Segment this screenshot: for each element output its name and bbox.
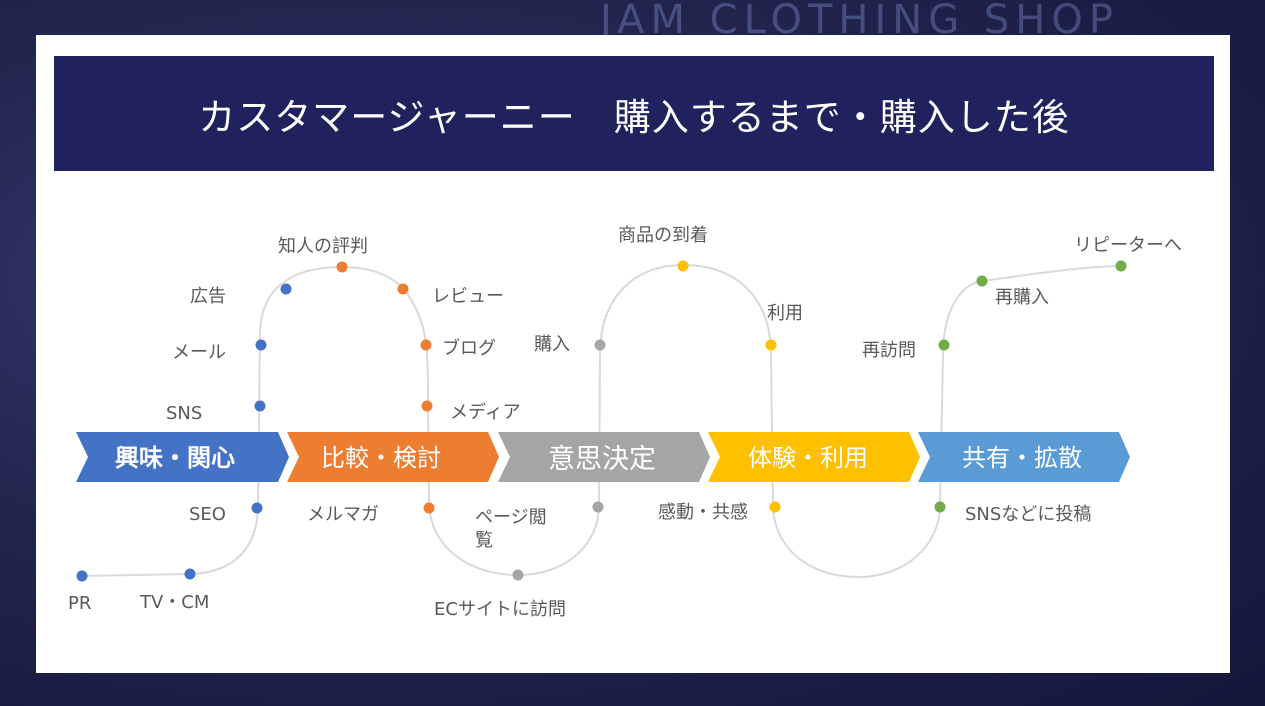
label-repurchase: 再購入 (995, 287, 1049, 308)
dot-repeater (1115, 260, 1127, 272)
label-page-view: ページ閲 (475, 507, 547, 528)
label-ec-visit: ECサイトに訪問 (434, 599, 566, 620)
label-arrival: 商品の到着 (618, 225, 708, 246)
stage-label-experience: 体験・利用 (748, 444, 868, 472)
dot-review (397, 283, 409, 295)
label-sns: SNS (166, 403, 202, 424)
dot-revisit (938, 339, 950, 351)
dot-ad (280, 283, 292, 295)
label-tvcm: TV・CM (139, 592, 209, 613)
stage-arrow-compare (287, 432, 499, 482)
label-purchase: 購入 (534, 334, 570, 355)
stage-label-share: 共有・拡散 (962, 444, 1082, 472)
label-repeater: リピーターへ (1074, 235, 1182, 256)
dot-blog (420, 339, 432, 351)
stage-label-decision: 意思決定 (548, 444, 656, 475)
dot-sns (254, 400, 266, 412)
stage-label-compare: 比較・検討 (321, 444, 441, 472)
label-use: 利用 (767, 303, 803, 324)
dot-post (934, 501, 946, 513)
journey-diagram: 興味・関心 比較・検討 意思決定 体験・利用 共有・拡散 (68, 225, 1182, 620)
dot-seo (251, 502, 263, 514)
stage-arrow-share (918, 432, 1130, 482)
dot-empathy (769, 501, 781, 513)
title-banner: カスタマージャーニー 購入するまで・購入した後 (54, 56, 1214, 171)
stage-label-interest: 興味・関心 (115, 444, 235, 472)
dot-tvcm (184, 568, 196, 580)
touchpoint-labels: PR TV・CM SEO SNS メール 広告 知人の評判 レビュー ブログ メ… (68, 225, 1182, 620)
stage-arrow-interest (76, 432, 289, 482)
label-reputation: 知人の評判 (278, 236, 368, 257)
label-blog: ブログ (442, 337, 496, 359)
label-pr: PR (68, 593, 91, 614)
dot-mail (255, 339, 267, 351)
stage-arrow-decision (498, 432, 710, 482)
dot-use (765, 339, 777, 351)
label-seo: SEO (189, 504, 226, 525)
dot-purchase (594, 339, 606, 351)
dot-arrival (677, 260, 689, 272)
label-media: メディア (450, 402, 521, 423)
label-review: レビュー (432, 286, 504, 307)
dot-mailmag (423, 502, 435, 514)
stage-arrows (76, 432, 1130, 482)
label-page-view-cont: 覧 (475, 530, 493, 551)
dot-ec-visit (512, 569, 524, 581)
dot-reputation (336, 261, 348, 273)
label-post: SNSなどに投稿 (965, 504, 1091, 525)
slide: カスタマージャーニー 購入するまで・購入した後 興味・関心 比較・検討 意思決定… (36, 35, 1230, 673)
page-title: カスタマージャーニー 購入するまで・購入した後 (198, 95, 1070, 139)
dot-media (421, 400, 433, 412)
label-revisit: 再訪問 (862, 340, 916, 361)
label-mailmag: メルマガ (307, 504, 379, 525)
stage-arrow-experience (708, 432, 920, 482)
label-mail: メール (172, 342, 226, 363)
touchpoint-dots (76, 260, 1127, 582)
label-empathy: 感動・共感 (658, 502, 748, 523)
journey-curve (81, 263, 1122, 579)
background-sign: JAM CLOTHING SHOP (600, 0, 1119, 40)
stage-labels: 興味・関心 比較・検討 意思決定 体験・利用 共有・拡散 (115, 444, 1082, 475)
label-ad: 広告 (190, 286, 226, 307)
dot-page-view (592, 501, 604, 513)
dot-repurchase (976, 275, 988, 287)
dot-pr (76, 570, 88, 582)
